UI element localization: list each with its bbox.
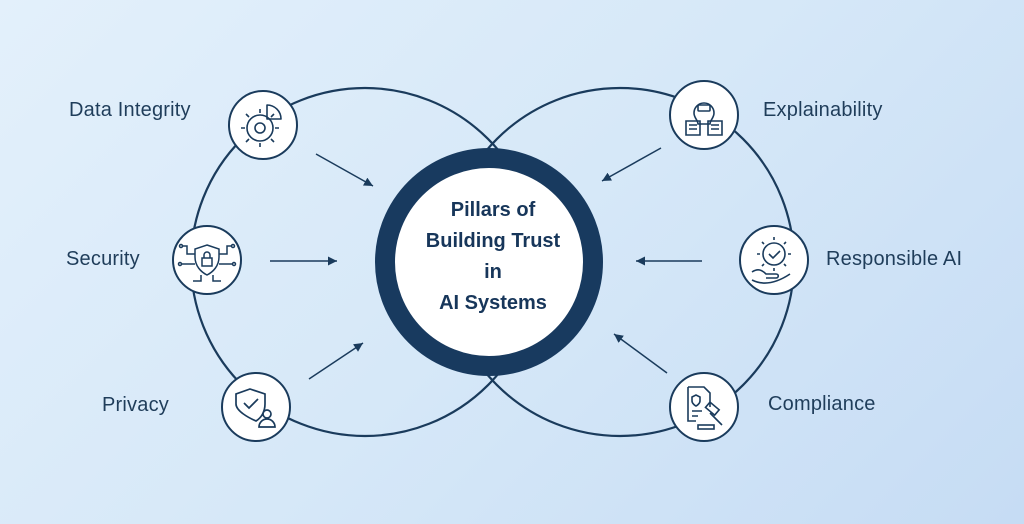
shield-user-icon <box>221 372 291 442</box>
center-ring <box>375 148 603 376</box>
label-explainability: Explainability <box>763 99 883 121</box>
center-title-line-2: Building Trust <box>425 230 561 252</box>
arrow-compliance <box>613 333 668 374</box>
circuit-lock-icon <box>172 225 242 295</box>
lightbulb-book-icon <box>669 80 739 150</box>
label-security: Security <box>66 248 140 270</box>
arrow-privacy <box>308 342 364 380</box>
hand-gear-icon <box>739 225 809 295</box>
label-responsible-ai: Responsible AI <box>826 248 963 270</box>
center-title-line-4: AI Systems <box>439 292 547 314</box>
gear-chart-icon <box>228 90 298 160</box>
center-title: Pillars of Building Trust in AI Systems <box>393 195 593 319</box>
center-title-line-1: Pillars of <box>450 199 536 221</box>
center-title-line-3: in <box>484 261 502 283</box>
document-gavel-icon <box>669 372 739 442</box>
label-data-integrity: Data Integrity <box>69 99 191 121</box>
label-compliance: Compliance <box>768 393 876 415</box>
arrow-explainability <box>601 147 662 182</box>
label-privacy: Privacy <box>102 394 169 416</box>
arrow-data-integrity <box>315 153 374 187</box>
